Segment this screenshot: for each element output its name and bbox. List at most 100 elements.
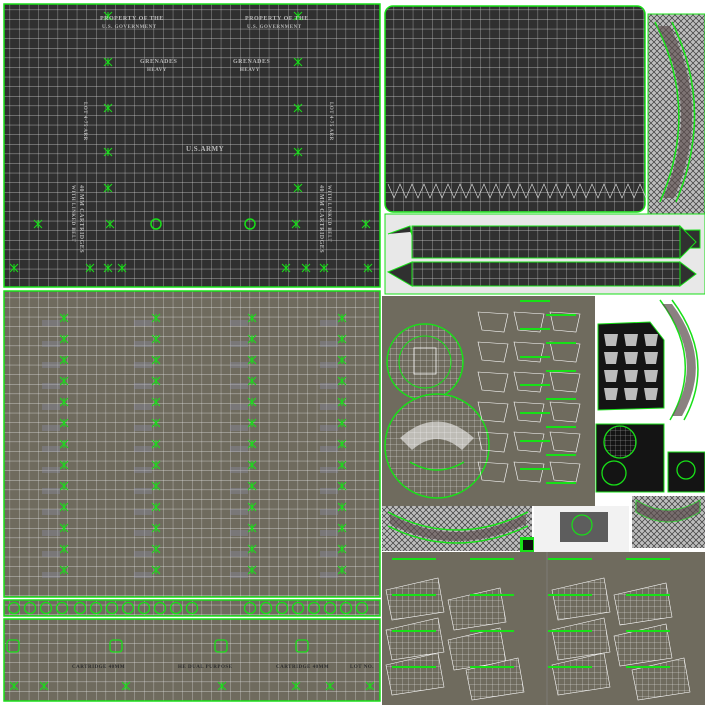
olive-label-patches	[42, 320, 338, 578]
cross-marker	[247, 565, 257, 575]
green-seam	[546, 342, 576, 344]
cross-marker	[121, 681, 131, 691]
cross-marker	[291, 219, 301, 229]
cross-marker	[363, 263, 373, 273]
green-seam	[470, 558, 514, 560]
green-seam	[520, 328, 550, 330]
green-seam	[546, 398, 576, 400]
band-rivet	[137, 601, 151, 615]
label-patch	[320, 551, 338, 557]
uv-island	[477, 401, 509, 423]
wedge-island	[613, 582, 673, 626]
cross-marker	[59, 481, 69, 491]
wedge-island	[551, 652, 611, 696]
band-rivet	[307, 601, 321, 615]
green-seam	[626, 630, 670, 632]
uv-island	[513, 371, 545, 393]
cross-marker	[103, 263, 113, 273]
label-patch	[320, 425, 338, 431]
cross-marker	[319, 263, 329, 273]
cross-marker	[281, 263, 291, 273]
side-right-text: LOT 4-75 ARR	[328, 102, 333, 141]
cross-marker	[247, 334, 257, 344]
wedge-island	[385, 617, 445, 661]
cross-marker	[59, 334, 69, 344]
cross-marker	[103, 57, 113, 67]
cross-marker	[59, 439, 69, 449]
green-seam	[626, 594, 670, 596]
label-patch	[320, 446, 338, 452]
grenades-left-sub-text: HEAVY	[147, 68, 167, 73]
cross-marker	[85, 263, 95, 273]
band-rivet	[291, 601, 305, 615]
label-patch	[42, 446, 60, 452]
uv-island	[513, 311, 545, 333]
header-right-text: PROPERTY OF THE	[245, 16, 309, 22]
cross-marker	[151, 502, 161, 512]
ui-block	[604, 334, 618, 346]
cross-marker	[59, 502, 69, 512]
sawtooth-edge	[387, 183, 653, 199]
wedge-island	[551, 577, 611, 621]
wedge-island	[385, 577, 445, 621]
cross-marker	[293, 57, 303, 67]
label-patch	[42, 320, 60, 326]
cross-marker	[151, 481, 161, 491]
band-rivet	[339, 601, 353, 615]
wedge-island	[613, 623, 673, 667]
strip-block-center: HE DUAL PURPOSE	[178, 665, 233, 670]
cross-marker	[247, 397, 257, 407]
label-patch	[230, 551, 248, 557]
green-seam	[548, 558, 592, 560]
label-patch	[42, 425, 60, 431]
band-rivet	[153, 601, 167, 615]
label-patch	[320, 404, 338, 410]
cross-marker	[337, 418, 347, 428]
rivet-left	[150, 218, 162, 230]
band-rivet	[243, 601, 257, 615]
label-patch	[230, 509, 248, 515]
uv-island	[477, 461, 509, 483]
label-patch	[134, 362, 152, 368]
band-rivet	[23, 601, 37, 615]
uv-island	[513, 431, 545, 453]
cross-marker	[59, 313, 69, 323]
label-patch	[134, 488, 152, 494]
green-seam	[392, 594, 436, 596]
band-rivet	[89, 601, 103, 615]
cross-marker	[103, 11, 113, 21]
band-rivet	[185, 601, 199, 615]
band-rivet	[121, 601, 135, 615]
cross-marker	[103, 147, 113, 157]
label-patch	[42, 341, 60, 347]
label-patch	[230, 467, 248, 473]
header-left-sub-text: U.S. GOVERNMENT	[102, 25, 157, 30]
label-patch	[230, 446, 248, 452]
green-seam	[470, 630, 514, 632]
band-rivet	[73, 601, 87, 615]
uv-island	[513, 461, 545, 483]
wedge-island	[447, 587, 507, 631]
bottom-right-sub-text: WITH LINKED BELT	[326, 185, 331, 242]
strip-block-left: CARTRIDGE 40MM	[72, 665, 125, 670]
label-patch	[42, 362, 60, 368]
wedge-island	[551, 617, 611, 661]
ui-block	[604, 370, 618, 382]
cross-marker	[151, 565, 161, 575]
label-patch	[134, 509, 152, 515]
grenades-left-text: GRENADES	[140, 59, 178, 65]
ui-block	[624, 352, 638, 364]
green-seam	[546, 314, 576, 316]
band-rivet	[259, 601, 273, 615]
ui-block	[624, 334, 638, 346]
cross-marker	[293, 183, 303, 193]
cross-marker	[247, 376, 257, 386]
strip-block-far-right: LOT NO.	[350, 665, 374, 670]
cross-marker	[151, 376, 161, 386]
side-left-text: LOT 4-75 ARR	[82, 102, 87, 141]
green-seam	[520, 300, 550, 302]
long-strips	[384, 213, 705, 295]
label-patch	[320, 467, 338, 473]
label-patch	[230, 488, 248, 494]
grenades-right-text: GRENADES	[233, 59, 271, 65]
